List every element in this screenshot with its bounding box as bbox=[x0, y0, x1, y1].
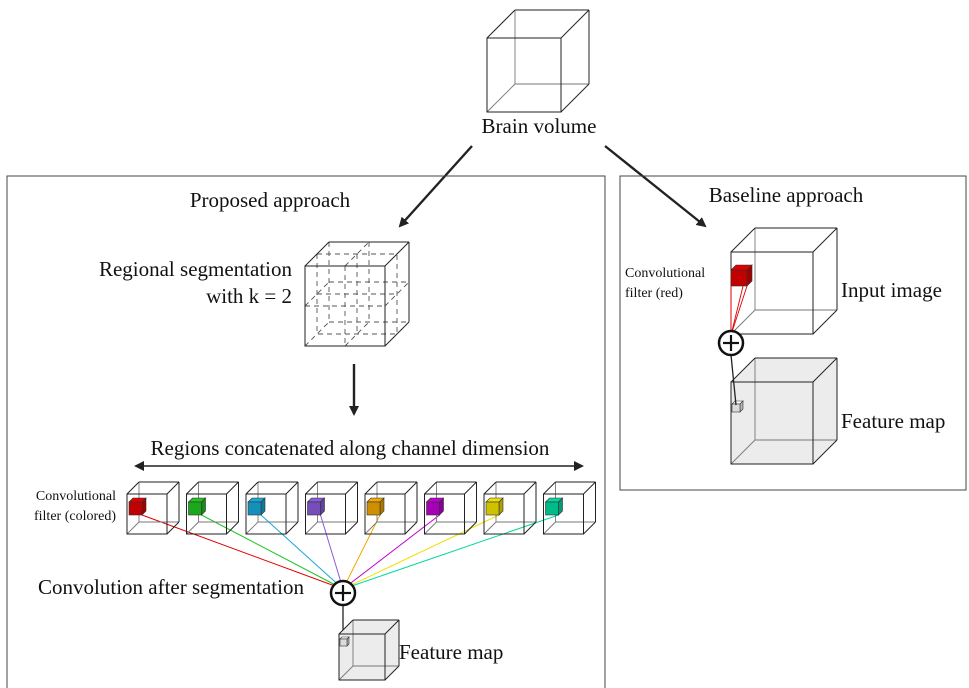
filter-connection-line bbox=[260, 514, 344, 590]
proposed-feature-map-label: Feature map bbox=[399, 640, 503, 664]
segmented-volume-cube bbox=[304, 241, 410, 347]
arrow-to-baseline bbox=[604, 145, 707, 228]
baseline-operator-to-feature-line bbox=[730, 354, 737, 406]
baseline-feature-map-cube bbox=[730, 357, 838, 465]
input-image-label: Input image bbox=[841, 278, 942, 302]
baseline-filter-label-line2: filter (red) bbox=[625, 286, 683, 301]
colored-filter-label-line2: filter (colored) bbox=[34, 509, 116, 524]
proposed-approach-title: Proposed approach bbox=[190, 188, 351, 212]
filter-connection-line bbox=[141, 514, 344, 590]
region-cube bbox=[543, 481, 596, 535]
filter-connection-line bbox=[320, 514, 344, 590]
region-cube bbox=[186, 481, 239, 535]
brain-volume-label: Brain volume bbox=[482, 114, 597, 138]
region-cube bbox=[305, 481, 358, 535]
baseline-input-cube bbox=[730, 227, 838, 335]
baseline-red-filter-cube bbox=[730, 264, 753, 287]
concatenation-label: Regions concatenated along channel dimen… bbox=[151, 436, 550, 460]
proposed-sum-operator bbox=[329, 579, 357, 607]
arrow-to-proposed bbox=[398, 145, 473, 228]
baseline-sum-operator bbox=[717, 329, 745, 357]
convolution-label: Convolution after segmentation bbox=[38, 575, 304, 599]
filter-connection-line bbox=[342, 514, 381, 590]
region-cube bbox=[245, 481, 299, 535]
segmentation-label-line1: Regional segmentation bbox=[99, 257, 293, 281]
region-cubes bbox=[126, 481, 596, 535]
brain-volume-cube bbox=[486, 9, 590, 113]
baseline-feature-map-label: Feature map bbox=[841, 409, 945, 433]
segmentation-label-line2: with k = 2 bbox=[206, 284, 292, 308]
filter-connection-line bbox=[342, 514, 440, 590]
region-cube bbox=[126, 481, 180, 535]
baseline-approach-panel bbox=[619, 175, 967, 491]
filter-connection-line bbox=[201, 514, 344, 590]
proposed-feature-map-cube bbox=[338, 619, 400, 681]
region-cube bbox=[364, 481, 418, 535]
baseline-filter-label-line1: Convolutional bbox=[625, 266, 705, 281]
region-connections bbox=[141, 514, 559, 590]
filter-connection-line bbox=[342, 514, 500, 590]
region-cube bbox=[483, 481, 537, 535]
baseline-approach-title: Baseline approach bbox=[709, 183, 864, 207]
proposed-approach-panel bbox=[6, 175, 606, 688]
region-cube bbox=[424, 481, 477, 535]
colored-filter-label-line1: Convolutional bbox=[36, 489, 116, 504]
filter-connection-line bbox=[342, 514, 559, 590]
